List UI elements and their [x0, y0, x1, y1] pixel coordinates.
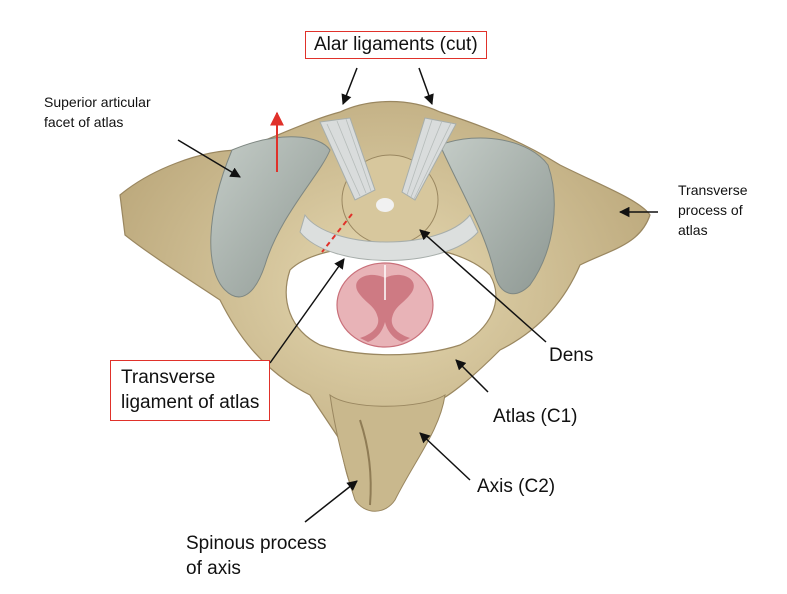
label-transverse-ligament: Transverse ligament of atlas: [110, 360, 271, 421]
label-superior-facet: Superior articular facet of atlas: [44, 94, 151, 130]
dens-tip: [376, 198, 394, 212]
alar-fibers: [326, 118, 452, 200]
label-spinous-line1: Spinous process: [186, 533, 327, 554]
label-axis: Axis (C2): [477, 476, 556, 497]
label-dens: Dens: [549, 345, 594, 366]
label-superior-facet-line2: facet of atlas: [44, 114, 124, 131]
label-spinous-line2: of axis: [186, 557, 241, 579]
label-transverse-ligament-line2: ligament of atlas: [121, 391, 260, 413]
label-transverse-process-line3: atlas: [678, 222, 708, 239]
right-alar-ligament: [401, 117, 457, 201]
arrow-dens: [419, 229, 547, 343]
arrow-alar-left: [341, 67, 358, 105]
right-superior-facet: [439, 137, 555, 295]
axis-bone: [329, 393, 446, 512]
arrow-axis: [419, 432, 471, 481]
arrow-superior-facet: [177, 139, 241, 178]
arrow-alar-right: [418, 67, 434, 105]
label-transverse-ligament-line1: Transverse: [121, 367, 216, 388]
arrow-spinous: [304, 480, 358, 523]
label-superior-facet-line1: Superior articular: [44, 94, 151, 110]
axis-ridge: [359, 419, 372, 506]
spinal-cord: [336, 262, 434, 348]
red-dashed-ligament: [321, 213, 353, 253]
arrow-transverse-ligament: [269, 258, 345, 364]
label-transverse-process: Transverse process of atlas: [678, 182, 748, 238]
label-spinous-process: Spinous process of axis: [186, 533, 326, 580]
label-alar-text: Alar ligaments (cut): [314, 34, 478, 55]
label-alar-ligaments: Alar ligaments (cut): [305, 31, 487, 59]
label-transverse-process-line2: process of: [678, 202, 743, 219]
label-atlas: Atlas (C1): [493, 406, 578, 427]
transverse-ligament: [299, 213, 479, 261]
label-transverse-process-line1: Transverse: [678, 182, 748, 198]
arrow-atlas: [455, 359, 489, 393]
